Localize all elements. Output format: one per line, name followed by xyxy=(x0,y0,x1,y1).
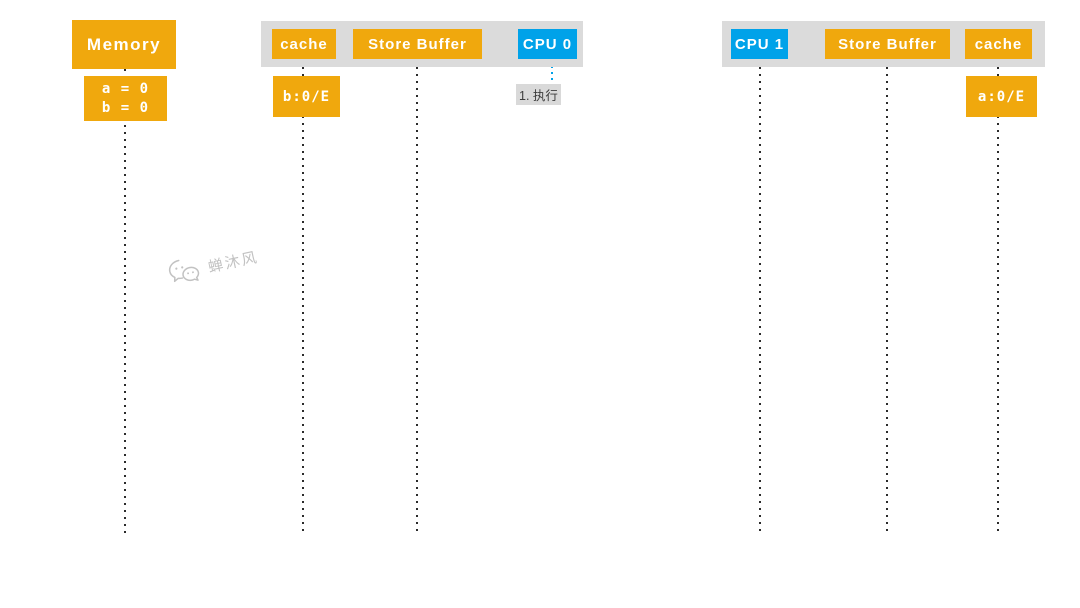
lifeline-cache-cpu1 xyxy=(997,67,999,533)
memory-state-a: a = 0 xyxy=(101,80,150,97)
lifeline-store-buffer-cpu1 xyxy=(886,67,888,533)
step-annotation: 1. 执行 xyxy=(516,84,561,105)
cpu1-header: CPU 1 xyxy=(731,29,788,59)
cpu1-cache-state-box: a:0/E xyxy=(966,76,1037,117)
memory-state-b: b = 0 xyxy=(101,99,150,116)
lifeline-cpu0 xyxy=(551,66,553,83)
watermark-text: 蝉沐风 xyxy=(206,248,260,276)
memory-header: Memory xyxy=(72,20,176,69)
lifeline-store-buffer-cpu0 xyxy=(416,67,418,533)
cpu0-store-buffer-header: Store Buffer xyxy=(353,29,482,59)
cpu0-cache-header: cache xyxy=(272,29,336,59)
cpu0-cache-state-box: b:0/E xyxy=(273,76,340,117)
cpu1-cache-header: cache xyxy=(965,29,1032,59)
cpu0-header: CPU 0 xyxy=(518,29,577,59)
lifeline-memory xyxy=(124,69,126,533)
memory-state-box: a = 0 b = 0 xyxy=(84,76,167,121)
watermark: 蝉沐风 xyxy=(165,241,261,289)
lifeline-cache-cpu0 xyxy=(302,67,304,533)
cpu1-store-buffer-header: Store Buffer xyxy=(825,29,950,59)
lifeline-cpu1 xyxy=(759,67,761,533)
wechat-icon xyxy=(165,253,204,289)
